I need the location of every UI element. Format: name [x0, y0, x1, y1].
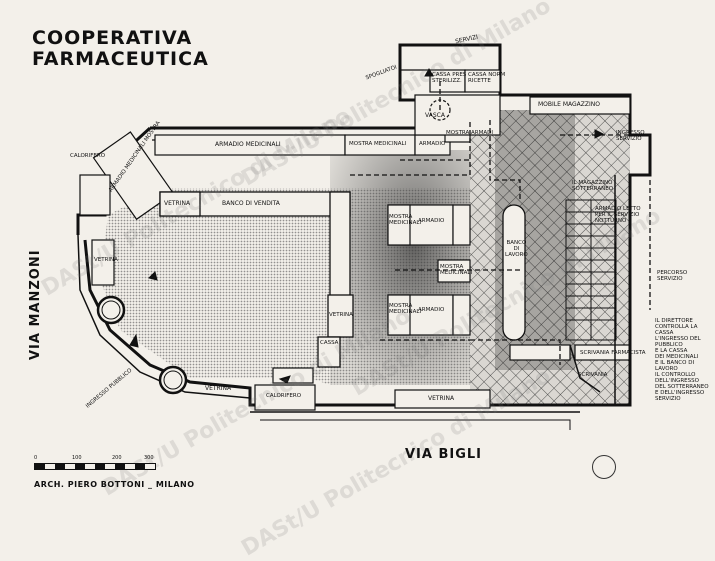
service-area-hatch — [470, 110, 630, 405]
right-wall — [614, 175, 632, 405]
label-vetrina-curve: VETRINA — [205, 385, 232, 392]
scale-graduation — [34, 463, 156, 470]
label-mostra-medicinali: MOSTRA MEDICINALI — [349, 141, 407, 147]
label-calorifero-left: CALORIFERO — [70, 153, 106, 159]
scale-bar: 0 100 200 300 — [34, 455, 156, 477]
label-armadio-2: ARMADIO — [418, 307, 445, 313]
legend-notes: IL DIRETTORE CONTROLLA LA CASSA L'INGRES… — [655, 318, 709, 402]
center-cabinets — [387, 204, 471, 336]
desk — [509, 344, 631, 361]
label-mobile-magazzino: MOBILE MAGAZZINO — [538, 101, 600, 108]
label-vasca: VASCA — [425, 112, 445, 119]
shop-windows — [79, 174, 491, 411]
label-cassa-pres: CASSA PRES STERILIZZ. — [432, 72, 467, 84]
architect-credit: ARCH. PIERO BOTTONI _ MILANO — [34, 480, 195, 489]
title-line-1: COOPERATIVA — [32, 27, 193, 49]
label-vetrina-left: VETRINA — [94, 257, 118, 263]
label-mostra-medicinali-2: MOSTRA MEDICINALI — [389, 303, 422, 315]
label-banco-vendita: BANCO DI VENDITA — [222, 200, 280, 207]
label-scrivania-sub: SCRIVANIA — [578, 372, 608, 378]
columns — [96, 295, 188, 395]
services-block — [400, 69, 631, 136]
archive-stamp — [592, 455, 616, 479]
title-line-2: FARMACEUTICA — [32, 48, 209, 70]
floor-plan — [76, 43, 652, 430]
label-armadio-1: ARMADIO — [418, 218, 445, 224]
label-scrivania-farmacista: SCRIVANIA FARMACISTA — [580, 350, 646, 356]
label-banco-lavoro: BANCO DI LAVORO — [505, 240, 528, 258]
street-via-bigli: VIA BIGLI — [405, 447, 483, 462]
label-calorifero-bottom: CALORIFERO — [266, 393, 302, 399]
label-cassa: CASSA — [320, 340, 339, 346]
label-armadio-medicinali: ARMADIO MEDICINALI — [215, 141, 281, 148]
label-mostra-medicinali-mid: MOSTRA MEDICINALI — [440, 264, 473, 276]
work-bench — [502, 204, 526, 341]
label-ingresso-servizio: INGRESSO SERVIZIO — [616, 130, 645, 142]
stair — [565, 199, 617, 393]
label-magazzino-sotterraneo: IL MAGAZZINO SOTTERRANEO — [572, 180, 614, 192]
street-via-manzoni: VIA MANZONI — [28, 249, 43, 360]
label-armadio-letto: ARMADIO LETTO PER IL SERVIZIO NOTTURNO — [595, 206, 641, 224]
label-percorso-servizio: PERCORSO SERVIZIO — [657, 270, 688, 282]
plan-title: COOPERATIVA FARMACEUTICA — [32, 28, 209, 70]
label-vetrina-mid: VETRINA — [329, 312, 353, 318]
top-cabinets — [92, 127, 471, 221]
arrows — [129, 67, 605, 384]
label-mostra-medicinali-1: MOSTRA MEDICINALI — [389, 214, 422, 226]
label-cassa-ricette: CASSA NORM RICETTE — [468, 72, 506, 84]
label-mostra-armadio: MOSTRA ARMADI — [446, 130, 493, 136]
label-vetrina-bottom: VETRINA — [428, 395, 455, 402]
label-armadio-top: ARMADIO — [419, 141, 446, 147]
label-vetrina-bar: VETRINA — [164, 200, 191, 207]
sales-counter — [159, 191, 354, 368]
